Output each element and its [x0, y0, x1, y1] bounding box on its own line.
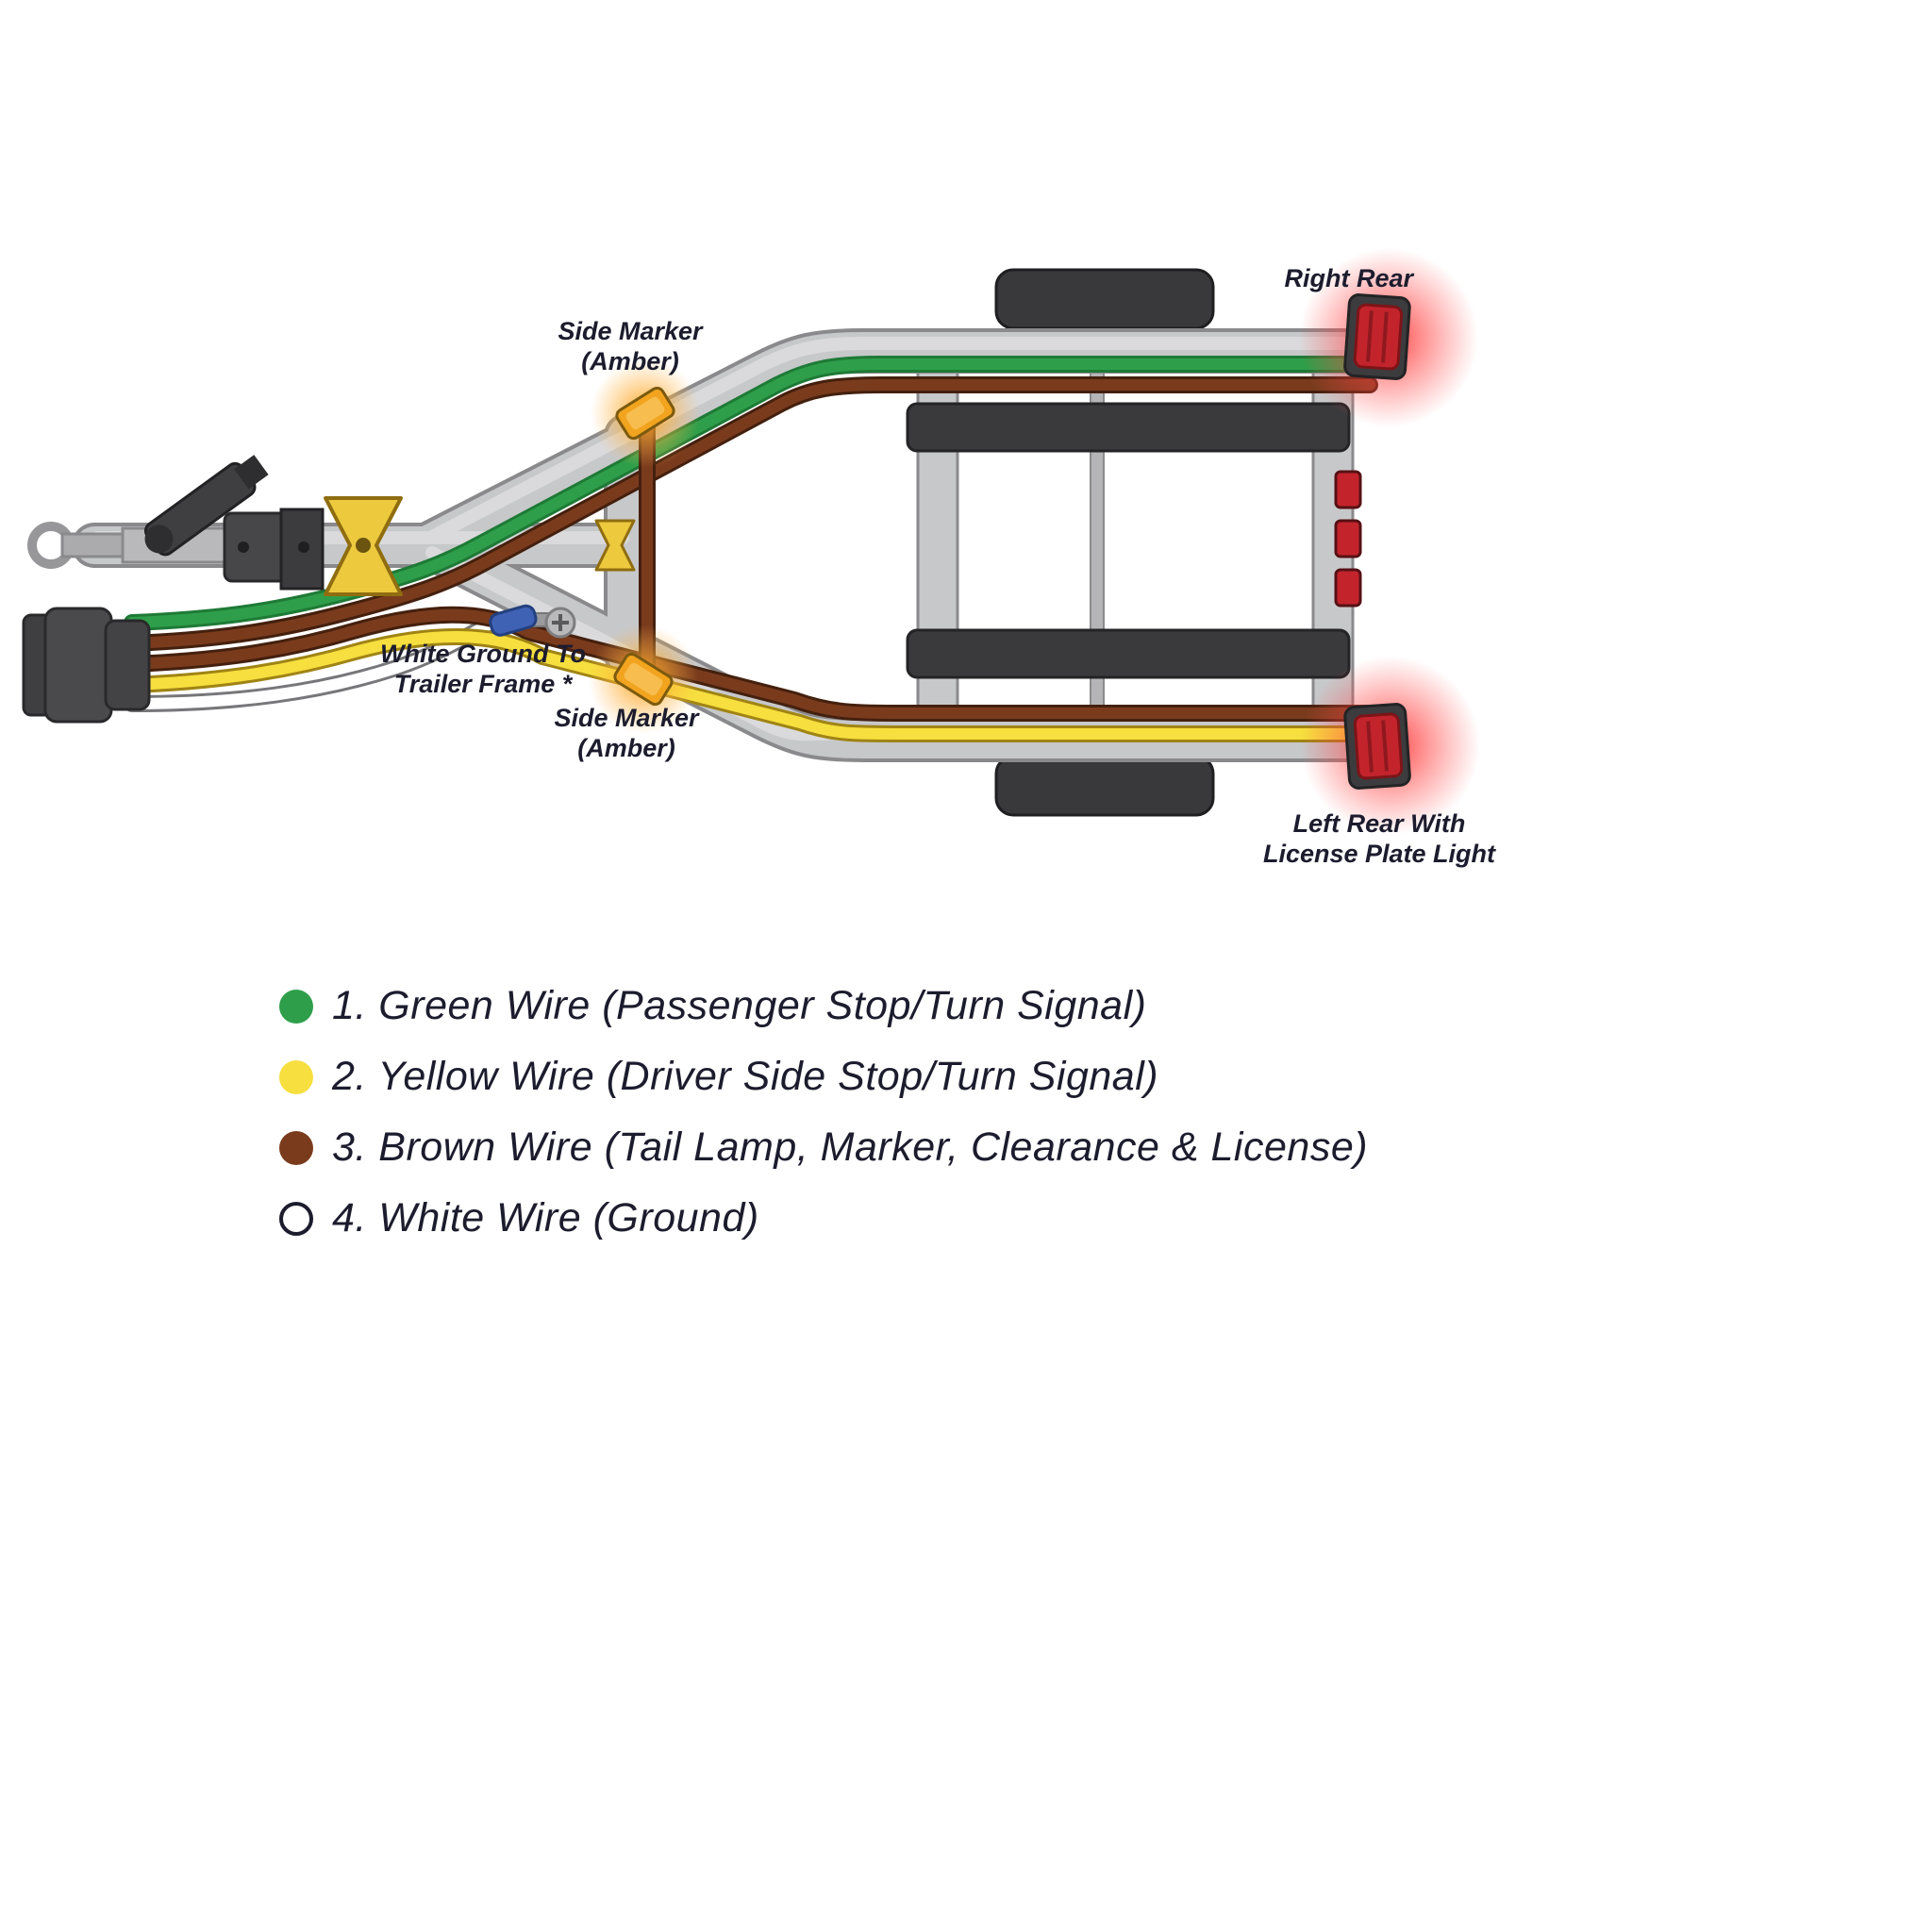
legend-label: 2. Yellow Wire (Driver Side Stop/Turn Si… — [332, 1054, 1159, 1099]
left-rear-tail-light — [1301, 656, 1480, 835]
legend-item-brown-wire: 3. Brown Wire (Tail Lamp, Marker, Cleara… — [279, 1124, 1368, 1171]
label-left-rear-2: License Plate Light — [1263, 840, 1496, 868]
brown-wire-lower — [126, 608, 1375, 719]
cross-bunk-top — [906, 402, 1351, 453]
right-rear-tail-light — [1299, 248, 1478, 427]
label-right-rear: Right Rear — [1284, 264, 1414, 292]
ground-connection — [489, 604, 576, 639]
side-marker-bottom-light — [589, 625, 698, 734]
jack-cylinder — [143, 455, 269, 557]
legend-item-white-wire: 4. White Wire (Ground) — [279, 1195, 1368, 1241]
keel-roller-small — [594, 519, 636, 572]
green-wire-dot-icon — [279, 989, 313, 1024]
tire-bottom — [994, 755, 1215, 817]
keel-roller-large — [324, 496, 403, 596]
legend-label: 4. White Wire (Ground) — [332, 1195, 759, 1241]
tire-top — [994, 268, 1215, 330]
label-side-marker-bottom-1: Side Marker — [554, 704, 700, 732]
legend-item-green-wire: 1. Green Wire (Passenger Stop/Turn Signa… — [279, 983, 1368, 1029]
wire-color-legend: 1. Green Wire (Passenger Stop/Turn Signa… — [279, 983, 1368, 1241]
legend-label: 1. Green Wire (Passenger Stop/Turn Signa… — [332, 983, 1147, 1028]
upper-rail — [408, 332, 1389, 564]
label-side-marker-bottom-2: (Amber) — [577, 734, 675, 762]
brown-wire-upper — [126, 379, 1375, 649]
label-left-rear-1: Left Rear With — [1293, 809, 1466, 838]
side-marker-top-light — [591, 358, 700, 468]
legend-item-yellow-wire: 2. Yellow Wire (Driver Side Stop/Turn Si… — [279, 1054, 1368, 1100]
label-white-ground-1: White Ground To — [380, 640, 586, 668]
white-wire-dot-icon — [279, 1201, 313, 1236]
cross-bunk-bottom — [906, 628, 1351, 679]
label-side-marker-top-2: (Amber) — [581, 347, 679, 375]
four-flat-connector — [22, 607, 151, 724]
blue-crimp-connector — [489, 604, 538, 637]
legend-label: 3. Brown Wire (Tail Lamp, Marker, Cleara… — [332, 1124, 1369, 1170]
label-white-ground-2: Trailer Frame * — [394, 670, 574, 698]
clearance-lights — [1334, 470, 1362, 608]
yellow-wire-dot-icon — [279, 1059, 313, 1094]
green-wire — [126, 358, 1375, 628]
hitch-assembly — [27, 455, 325, 591]
label-side-marker-top-1: Side Marker — [558, 317, 704, 345]
wiring-harness — [124, 356, 1378, 742]
brown-wire-dot-icon — [279, 1130, 313, 1165]
yellow-wire — [126, 630, 1375, 740]
